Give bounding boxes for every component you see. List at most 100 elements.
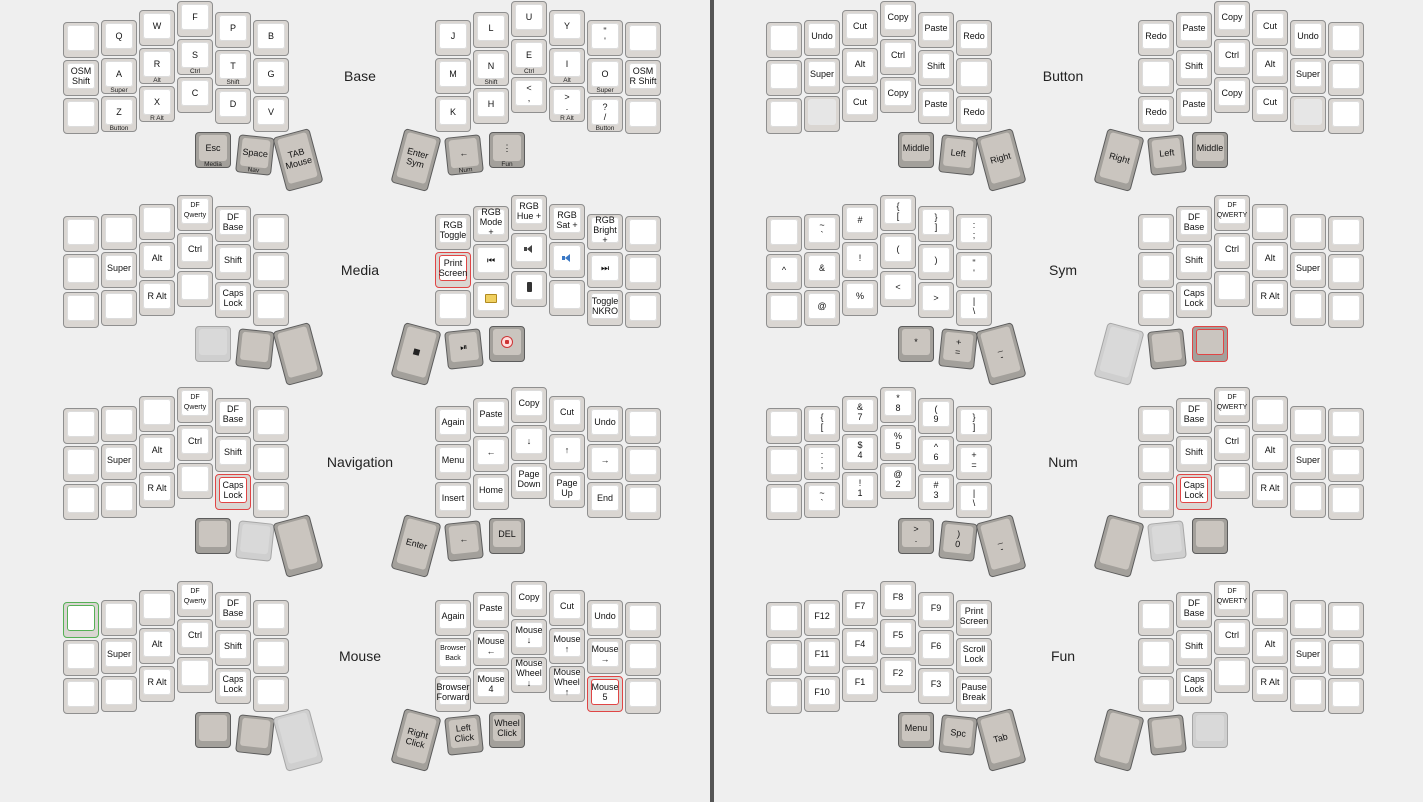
keycap-top [846, 283, 874, 309]
legend-line: Lock [223, 684, 243, 694]
legend-line: 4 [488, 684, 494, 694]
legend-line: Copy [887, 88, 909, 98]
keycap-top [1180, 247, 1208, 273]
legend-line: Alt [1264, 253, 1276, 263]
legend-line: B [267, 31, 274, 41]
key-legend: Alt [140, 631, 174, 657]
keycap-top [960, 679, 988, 705]
keycap-top [922, 247, 950, 273]
key-blank [195, 712, 231, 748]
keycap-top [629, 25, 657, 51]
keycap-top [1180, 91, 1208, 117]
key-legend: F10 [805, 679, 839, 705]
key-legend [512, 236, 546, 262]
key-g: G [253, 58, 289, 94]
keycap-top [808, 217, 836, 243]
key-: % [842, 280, 878, 316]
key-: {[ [804, 406, 840, 442]
legend-line: F8 [892, 592, 904, 602]
keycap-top [515, 198, 543, 224]
key-legend [237, 331, 274, 362]
key-shift: Shift [1176, 436, 1212, 472]
legend-line: O [601, 69, 609, 79]
key-blank [1138, 252, 1174, 288]
key-legend [64, 25, 98, 51]
keycap-top [1180, 633, 1208, 659]
keycap-top [181, 4, 209, 30]
key-legend [64, 487, 98, 513]
key-legend [178, 466, 212, 492]
key-legend [254, 603, 288, 629]
keycap-top [846, 631, 874, 657]
keycap-top [1218, 198, 1246, 224]
legend-line: { [896, 201, 900, 211]
key-legend: N [474, 53, 508, 79]
keycap-top [1218, 622, 1246, 648]
key-legend: ^ [767, 257, 801, 283]
keycap-top [257, 603, 285, 629]
keycap-top [515, 622, 543, 648]
key-blank [1214, 463, 1250, 499]
key-legend: Space [237, 137, 274, 168]
key-blank [1290, 214, 1326, 250]
legend-line: # [933, 480, 939, 490]
legend-line: U [525, 12, 533, 22]
key-blank [101, 600, 137, 636]
key-legend: "' [588, 23, 622, 49]
key-blank [1138, 290, 1174, 326]
key-legend: Ctrl [881, 42, 915, 68]
key-blank [766, 408, 802, 444]
legend-line: 4 [857, 450, 863, 460]
legend-line: [ [820, 422, 824, 432]
key-blank [511, 233, 547, 269]
key-alt: Alt [139, 434, 175, 470]
key-blank [253, 214, 289, 250]
key-blank [766, 292, 802, 328]
keycap-top [515, 584, 543, 610]
key-blank [625, 602, 661, 638]
keycap-top [960, 641, 988, 667]
legend-line: Click [454, 731, 475, 744]
legend-line: DF [1227, 394, 1237, 401]
legend-line: DF [1188, 598, 1200, 608]
keycap-top [439, 217, 467, 243]
legend-line: RGB [481, 207, 501, 217]
key-del: DEL [489, 518, 525, 554]
keycap-top [257, 293, 285, 319]
keycap-top [67, 681, 95, 707]
key-legend: Cut [550, 593, 584, 619]
key-legend [767, 681, 801, 707]
key-blank [63, 292, 99, 328]
legend-line: E [525, 50, 532, 60]
key-legend: Paste [1177, 15, 1211, 41]
legend-line: 6 [933, 452, 939, 462]
keycap-top [439, 409, 467, 435]
legend-line: DF [1188, 212, 1200, 222]
key-: %5 [880, 425, 916, 461]
legend-line: Copy [518, 398, 540, 408]
legend-line: Menu [904, 723, 928, 733]
key-shift: Shift [215, 244, 251, 280]
legend-line: ` [820, 498, 824, 508]
keycap-top [846, 669, 874, 695]
keycap-top [846, 399, 874, 425]
keycap-top [105, 99, 133, 125]
key-legend [1096, 711, 1143, 765]
key-: ) [918, 244, 954, 280]
legend-line: ~ [819, 220, 825, 230]
key-blank [1290, 290, 1326, 326]
key-legend [1215, 274, 1249, 300]
legend-line: } [972, 412, 976, 422]
legend-line: Enter [404, 536, 429, 552]
legend-line: @ [893, 469, 903, 479]
